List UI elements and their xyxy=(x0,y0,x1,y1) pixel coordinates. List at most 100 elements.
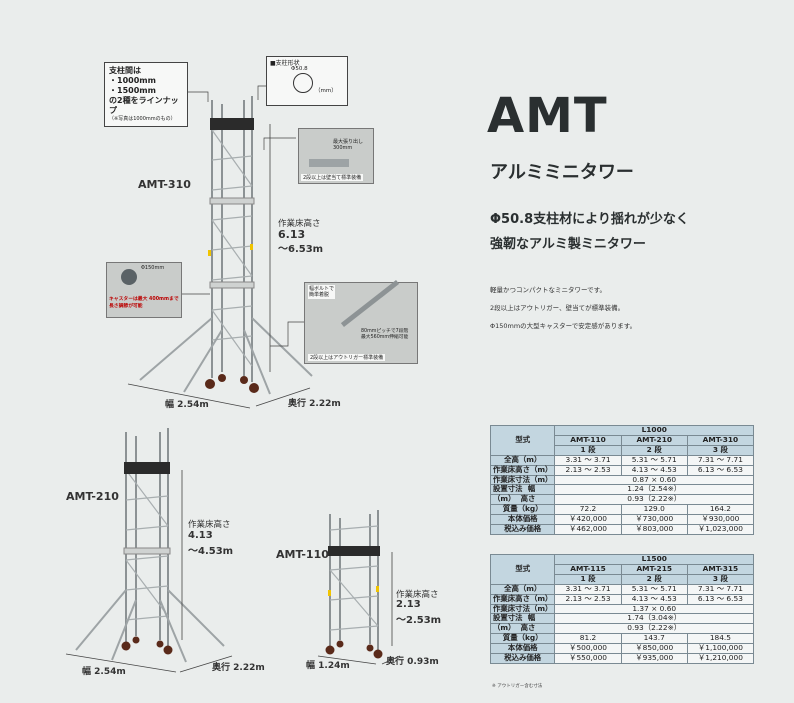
outrigger-arm-shape xyxy=(340,279,400,328)
stage-cell: 2 段 xyxy=(620,444,688,456)
amt110-width: 幅 1.24m xyxy=(306,661,350,671)
cell: ￥850,000 xyxy=(620,643,688,655)
amt210-depth: 奥行 2.22m xyxy=(212,663,265,673)
cell: 3.31 ～ 3.71 xyxy=(554,583,622,595)
install-h-label: 高さ xyxy=(520,494,536,504)
outrigger-bolt-text: 幅ボルトで 簡単着脱 xyxy=(308,285,336,299)
row-label: 作業床寸法（m） xyxy=(489,474,556,486)
row-label: 本体価格 xyxy=(489,514,556,526)
amt310-height1: 6.13 xyxy=(278,228,306,241)
install-w-label: 幅 xyxy=(527,484,536,494)
row-label: 全高（m） xyxy=(489,454,556,466)
pillar-shape-dia: Φ50.8 xyxy=(291,66,308,72)
type-label: 型式 xyxy=(489,425,556,456)
amt210-width: 幅 2.54m xyxy=(82,667,126,677)
headline-line-2: 強靭なアルミ製ミニタワー xyxy=(490,237,646,252)
model-cell: AMT-210 xyxy=(620,434,688,446)
amt110-height1: 2.13 xyxy=(396,599,421,610)
model-cell: AMT-115 xyxy=(554,563,622,575)
cell: 2.13 ～ 2.53 xyxy=(554,464,622,476)
cell: 1.37 × 0.60 xyxy=(554,603,754,615)
row-label: 税込み価格 xyxy=(489,653,556,664)
wall-bracket-shape xyxy=(309,159,349,167)
cell: ￥803,000 xyxy=(620,524,688,535)
caster-note-line: キャスターは最大 400mmまで xyxy=(109,297,179,302)
pillar-spacing-note: （※写真は1000mmのもの） xyxy=(109,116,176,122)
outrigger-bolt-line: 幅ボルトで xyxy=(309,286,335,292)
cell: 5.31 ～ 5.71 xyxy=(620,454,688,466)
pillar-spacing-callout: 支柱間は ・1000mm ・1500mm の2種をラインナップ （※写真は100… xyxy=(104,62,188,127)
row-label: 税込み価格 xyxy=(489,524,556,535)
install-h-label: 高さ xyxy=(520,623,536,633)
amt310-width: 幅 2.54m xyxy=(165,400,209,410)
outrigger-note-text: 2段以上はアウトリガー標準装備 xyxy=(308,354,386,361)
stage-cell: 1 段 xyxy=(554,444,622,456)
type-label: 型式 xyxy=(489,554,556,585)
cell: 164.2 xyxy=(686,504,755,516)
pillar-circle-icon xyxy=(293,73,313,93)
pillar-shape-callout: ■支柱形状 Φ50.8 （mm） xyxy=(266,56,348,106)
amt110-height2: ～2.53m xyxy=(396,615,442,626)
cell: ￥550,000 xyxy=(554,653,622,664)
cell: 72.2 xyxy=(554,504,622,516)
wall-note-text: 2段以上は壁当て標準装備 xyxy=(301,174,364,181)
series-label: L1000 xyxy=(554,425,754,436)
caster-size-text: Φ150mm xyxy=(141,265,165,271)
cell: 5.31 ～ 5.71 xyxy=(620,583,688,595)
cell: 143.7 xyxy=(620,633,688,645)
outrigger-pitch-text: 80mmピッチで7段階 最大560mm伸縮可能 xyxy=(361,329,408,341)
model-cell: AMT-310 xyxy=(686,434,755,446)
amt210-height2: ～4.53m xyxy=(188,546,234,557)
cell: ￥935,000 xyxy=(620,653,688,664)
pillar-spacing-line: 支柱間は xyxy=(109,66,141,75)
headline-line-1: Φ50.8支柱材により揺れが少なく xyxy=(490,212,689,227)
cell: ￥1,100,000 xyxy=(686,643,755,655)
amt310-label: AMT-310 xyxy=(138,178,191,191)
cell: ￥1,210,000 xyxy=(686,653,755,664)
amt110-depth: 奥行 0.93m xyxy=(386,657,439,667)
stage-cell: 2 段 xyxy=(620,573,688,585)
cell: ￥1,023,000 xyxy=(686,524,755,535)
outrigger-bolt-line: 簡単着脱 xyxy=(309,292,330,298)
row-label: 設置寸法 幅 xyxy=(489,484,556,496)
caster-note-line: 長さ調節が可能 xyxy=(109,304,143,309)
cell: 6.13 ～ 6.53 xyxy=(686,593,755,605)
row-label: 作業床高さ（m） xyxy=(489,593,556,605)
row-label: 質量（kg） xyxy=(489,633,556,645)
caster-wheel-icon xyxy=(121,269,137,285)
cell: 0.93（2.22※） xyxy=(554,494,754,506)
cell: ￥462,000 xyxy=(554,524,622,535)
model-cell: AMT-110 xyxy=(554,434,622,446)
amt210-height-label: 作業床高さ xyxy=(188,520,231,530)
cell: 81.2 xyxy=(554,633,622,645)
feature-item: Φ150mmの大型キャスターで安定感があります。 xyxy=(490,322,637,330)
cell: 129.0 xyxy=(620,504,688,516)
cell: ￥730,000 xyxy=(620,514,688,526)
series-label: L1500 xyxy=(554,554,754,565)
cell: 184.5 xyxy=(686,633,755,645)
cell: 0.93（2.22※） xyxy=(554,623,754,635)
caster-photo: Φ150mm キャスターは最大 400mmまで 長さ調節が可能 xyxy=(106,262,182,318)
install-w-label: 幅 xyxy=(527,613,536,623)
outrigger-pitch-line: 最大560mm伸縮可能 xyxy=(361,335,409,340)
stage-cell: 1 段 xyxy=(554,573,622,585)
amt310-depth: 奥行 2.22m xyxy=(288,399,341,409)
stage-cell: 3 段 xyxy=(686,444,755,456)
footnote: ※ アウトリガー含む寸法 xyxy=(492,684,543,689)
row-label: （m） 高さ xyxy=(489,623,556,635)
page-title: AMT xyxy=(487,88,608,144)
cell: ￥500,000 xyxy=(554,643,622,655)
cell: 4.13 ～ 4.53 xyxy=(620,464,688,476)
row-label: 作業床寸法（m） xyxy=(489,603,556,615)
amt310-height-label: 作業床高さ xyxy=(278,219,321,229)
pillar-shape-unit: （mm） xyxy=(315,88,337,94)
row-label: 設置寸法 幅 xyxy=(489,613,556,625)
cell: ￥420,000 xyxy=(554,514,622,526)
feature-item: 軽量かつコンパクトなミニタワーです。 xyxy=(490,286,606,294)
spec-table-l1500: 型式 L1500 AMT-115 AMT-215 AMT-315 1 段 2 段… xyxy=(489,554,755,664)
install-unit: （m） xyxy=(493,623,516,633)
cell: 1.74（3.04※） xyxy=(554,613,754,625)
row-label: 全高（m） xyxy=(489,583,556,595)
cell: 0.87 × 0.60 xyxy=(554,474,754,486)
